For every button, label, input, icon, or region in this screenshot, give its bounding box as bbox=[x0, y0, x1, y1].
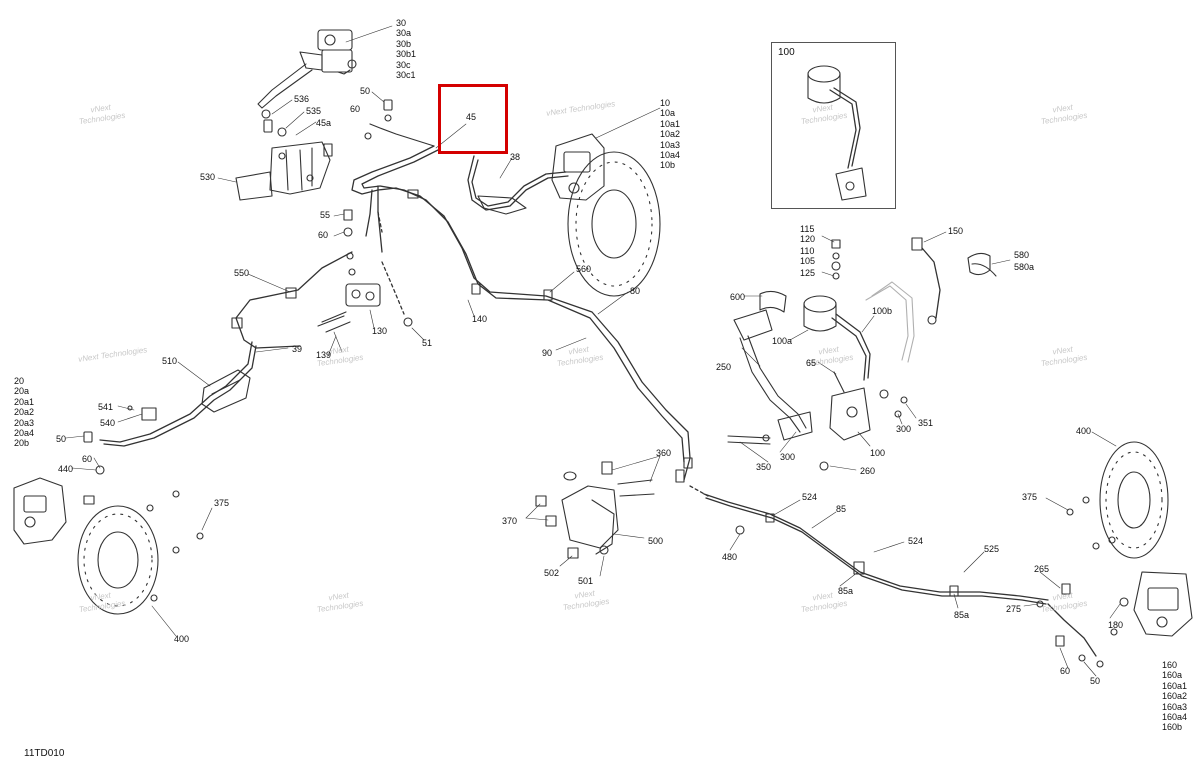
callout-600[interactable]: 600 bbox=[730, 292, 746, 302]
callout-260[interactable]: 260 bbox=[860, 466, 876, 476]
callout-105[interactable]: 105 bbox=[800, 256, 816, 266]
proportioning-valve bbox=[317, 209, 413, 333]
leader-lines bbox=[65, 123, 1121, 677]
master-cylinder-assembly bbox=[257, 25, 393, 109]
master-cyl-cap-parts bbox=[831, 239, 841, 280]
abs-module bbox=[127, 369, 251, 421]
callout-45[interactable]: 45 bbox=[466, 112, 477, 122]
lever-small-parts bbox=[261, 99, 317, 137]
callout-265[interactable]: 265 bbox=[1034, 564, 1050, 574]
callout-560[interactable]: 560 bbox=[576, 264, 592, 274]
callout-300b[interactable]: 300 bbox=[780, 452, 796, 462]
callout-536[interactable]: 536 bbox=[294, 94, 310, 104]
callout-51[interactable]: 51 bbox=[422, 338, 433, 348]
callout-580[interactable]: 580 bbox=[1014, 250, 1030, 260]
callout-580a[interactable]: 580a bbox=[1014, 262, 1035, 272]
callout-535[interactable]: 535 bbox=[306, 106, 322, 116]
callout-540[interactable]: 540 bbox=[100, 418, 116, 428]
callout-100[interactable]: 100 bbox=[870, 448, 886, 458]
callout-80[interactable]: 80 bbox=[630, 286, 641, 296]
callout-140[interactable]: 140 bbox=[472, 314, 488, 324]
callout-524b[interactable]: 524 bbox=[908, 536, 924, 546]
callout-525[interactable]: 525 bbox=[984, 544, 1000, 554]
callout-150[interactable]: 150 bbox=[948, 226, 964, 236]
brake-pedal bbox=[727, 309, 829, 471]
callout-39[interactable]: 39 bbox=[292, 344, 303, 354]
callout-65[interactable]: 65 bbox=[806, 358, 817, 368]
ghost-hose bbox=[865, 281, 915, 363]
reservoir-hose bbox=[911, 237, 997, 325]
rear-caliper bbox=[1036, 571, 1193, 668]
diagram-reference-code: 11TD010 bbox=[24, 748, 65, 759]
callout-60d[interactable]: 60 bbox=[1060, 666, 1071, 676]
rear-disc bbox=[1066, 441, 1169, 559]
callout-300[interactable]: 300 bbox=[896, 424, 912, 434]
callout-50b[interactable]: 50 bbox=[56, 434, 67, 444]
front-right-caliper bbox=[477, 107, 661, 215]
callout-85a[interactable]: 85a bbox=[838, 586, 854, 596]
callout-500[interactable]: 500 bbox=[648, 536, 664, 546]
callout-120[interactable]: 120 bbox=[800, 234, 816, 244]
front-left-disc bbox=[77, 490, 204, 615]
callout-275[interactable]: 275 bbox=[1006, 604, 1022, 614]
front-right-disc bbox=[567, 151, 661, 297]
callout-250[interactable]: 250 bbox=[716, 362, 732, 372]
callout-85a-second[interactable]: 85a bbox=[954, 610, 970, 620]
callout-370[interactable]: 370 bbox=[502, 516, 518, 526]
line-clips bbox=[231, 189, 959, 597]
callout-60c[interactable]: 60 bbox=[82, 454, 93, 464]
callout-50c[interactable]: 50 bbox=[1090, 676, 1101, 686]
callout-510[interactable]: 510 bbox=[162, 356, 178, 366]
callout-100a[interactable]: 100a bbox=[772, 336, 793, 346]
callout-38[interactable]: 38 bbox=[510, 152, 521, 162]
callout-400[interactable]: 400 bbox=[174, 634, 190, 644]
callout-45a[interactable]: 45a bbox=[316, 118, 332, 128]
callout-375b[interactable]: 375 bbox=[1022, 492, 1038, 502]
callout-55[interactable]: 55 bbox=[320, 210, 331, 220]
callout-502[interactable]: 502 bbox=[544, 568, 560, 578]
callout-60b[interactable]: 60 bbox=[318, 230, 329, 240]
inset-box bbox=[771, 42, 896, 209]
highlight-box[interactable] bbox=[438, 84, 508, 154]
callout-60[interactable]: 60 bbox=[350, 104, 361, 114]
callout-524[interactable]: 524 bbox=[802, 492, 818, 502]
front-left-caliper bbox=[13, 431, 105, 545]
callout-50[interactable]: 50 bbox=[360, 86, 371, 96]
rear-master-cylinder bbox=[759, 290, 908, 441]
callout-100b[interactable]: 100b bbox=[872, 306, 893, 316]
bracket-530 bbox=[217, 141, 333, 201]
callout-501[interactable]: 501 bbox=[578, 576, 594, 586]
callout-139[interactable]: 139 bbox=[316, 350, 332, 360]
callout-110[interactable]: 110 bbox=[800, 246, 815, 256]
callout-400b[interactable]: 400 bbox=[1076, 426, 1092, 436]
callout-550[interactable]: 550 bbox=[234, 268, 250, 278]
callout-360[interactable]: 360 bbox=[656, 448, 672, 458]
callout-530[interactable]: 530 bbox=[200, 172, 216, 182]
callout-125[interactable]: 125 bbox=[800, 268, 816, 278]
callout-130[interactable]: 130 bbox=[372, 326, 388, 336]
brake-lines bbox=[99, 87, 1097, 657]
bracket-500 bbox=[535, 461, 745, 559]
banjo-fitting-top bbox=[364, 91, 435, 147]
callout-90[interactable]: 90 bbox=[542, 348, 553, 358]
callout-115[interactable]: 115 bbox=[800, 224, 815, 234]
callout-440[interactable]: 440 bbox=[58, 464, 74, 474]
callout-375[interactable]: 375 bbox=[214, 498, 230, 508]
callout-541[interactable]: 541 bbox=[98, 402, 114, 412]
callout-180[interactable]: 180 bbox=[1108, 620, 1124, 630]
inset-rear-master-cylinder bbox=[807, 65, 867, 201]
callout-350[interactable]: 350 bbox=[756, 462, 772, 472]
callout-480[interactable]: 480 bbox=[722, 552, 738, 562]
inset-label: 100 bbox=[778, 47, 795, 58]
callout-351[interactable]: 351 bbox=[918, 418, 934, 428]
callout-85[interactable]: 85 bbox=[836, 504, 847, 514]
